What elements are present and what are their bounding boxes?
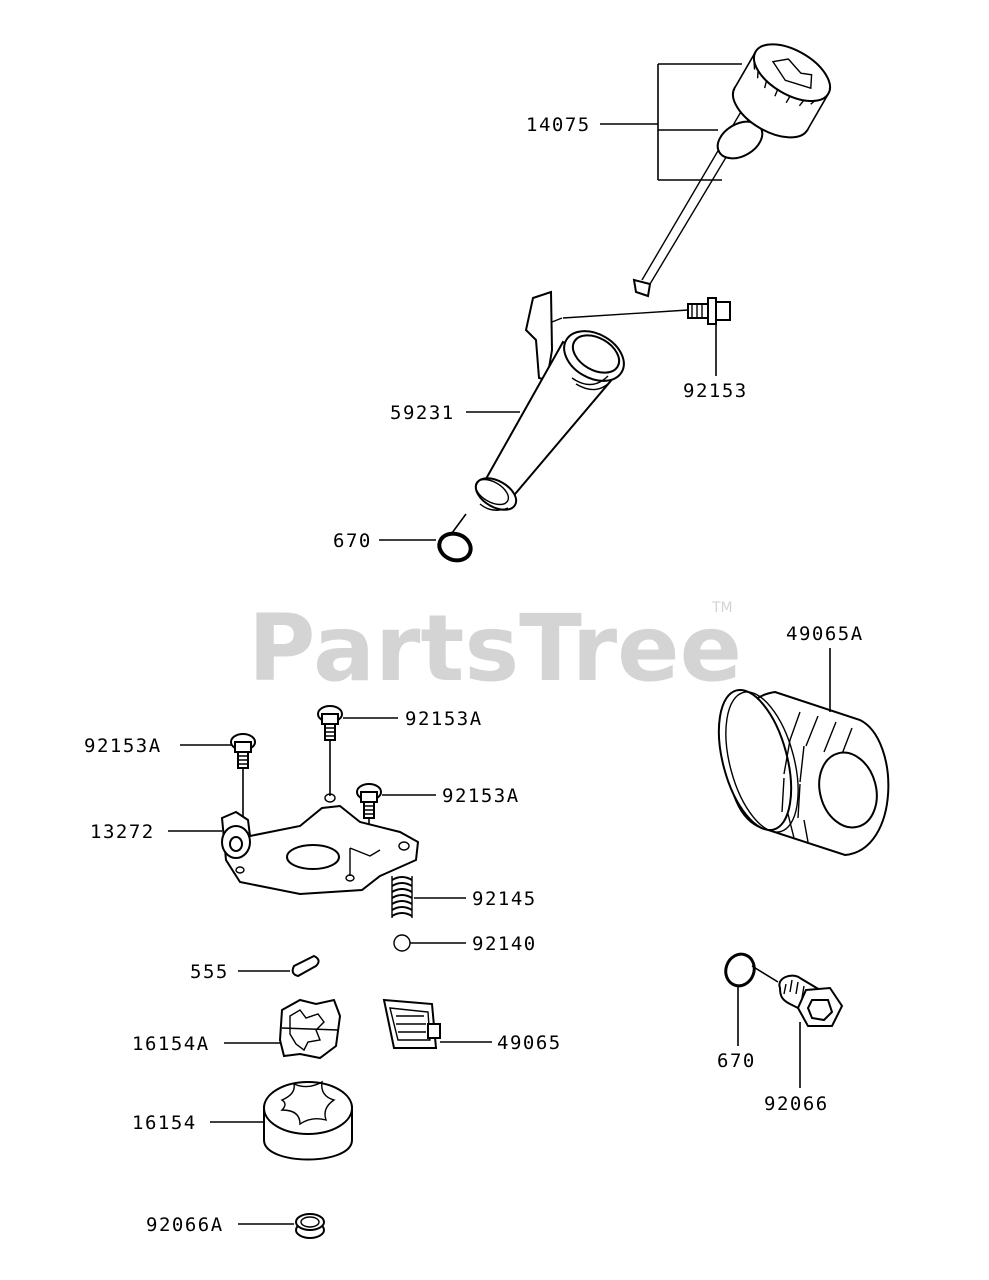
o-ring-tube-drawing[interactable] [436,529,475,564]
bolt-left-drawing[interactable] [230,733,256,769]
label-14075-leader [600,63,742,181]
dipstick-drawing[interactable] [632,33,839,298]
label-92153A-top[interactable]: 92153A [405,708,483,730]
label-92153A-left[interactable]: 92153A [84,735,162,757]
inner-rotor-drawing[interactable] [278,998,342,1060]
label-16154A[interactable]: 16154A [132,1033,210,1055]
label-92140[interactable]: 92140 [472,933,537,955]
label-92153A-right[interactable]: 92153A [442,785,520,807]
label-92066A[interactable]: 92066A [146,1214,224,1236]
label-555[interactable]: 555 [190,961,229,983]
label-16154[interactable]: 16154 [132,1112,197,1134]
label-13272[interactable]: 13272 [90,821,155,843]
bolt-right-drawing[interactable] [356,783,382,819]
o-ring-drain-drawing[interactable] [721,950,758,990]
watermark-trademark: TM [711,600,733,616]
label-14075[interactable]: 14075 [526,114,591,136]
label-49065A[interactable]: 49065A [786,623,864,645]
oil-filter-drawing[interactable] [705,682,890,857]
label-92145[interactable]: 92145 [472,888,537,910]
bolt-top-drawing[interactable] [317,705,343,741]
outer-rotor-drawing[interactable] [263,1080,353,1161]
label-92066[interactable]: 92066 [764,1093,829,1115]
ball-drawing[interactable] [393,934,411,952]
oil-screen-drawing[interactable] [382,998,441,1049]
collar-drawing[interactable] [295,1213,325,1239]
bolt-92153-drawing[interactable] [562,297,731,325]
label-59231[interactable]: 59231 [390,402,455,424]
pin-drawing[interactable] [291,954,320,978]
watermark-text: PartsTree [248,595,742,702]
label-670a[interactable]: 670 [333,530,372,552]
spring-drawing[interactable] [391,876,413,918]
o-ring-tube-to-tube-leader [451,513,467,534]
pump-cover-drawing[interactable] [220,793,420,896]
o-ring-to-plug-axis [751,965,779,983]
label-49065[interactable]: 49065 [497,1032,562,1054]
filler-tube-drawing[interactable] [470,290,632,516]
label-670b[interactable]: 670 [717,1050,756,1072]
label-92153[interactable]: 92153 [683,380,748,402]
drain-plug-drawing[interactable] [778,974,844,1027]
